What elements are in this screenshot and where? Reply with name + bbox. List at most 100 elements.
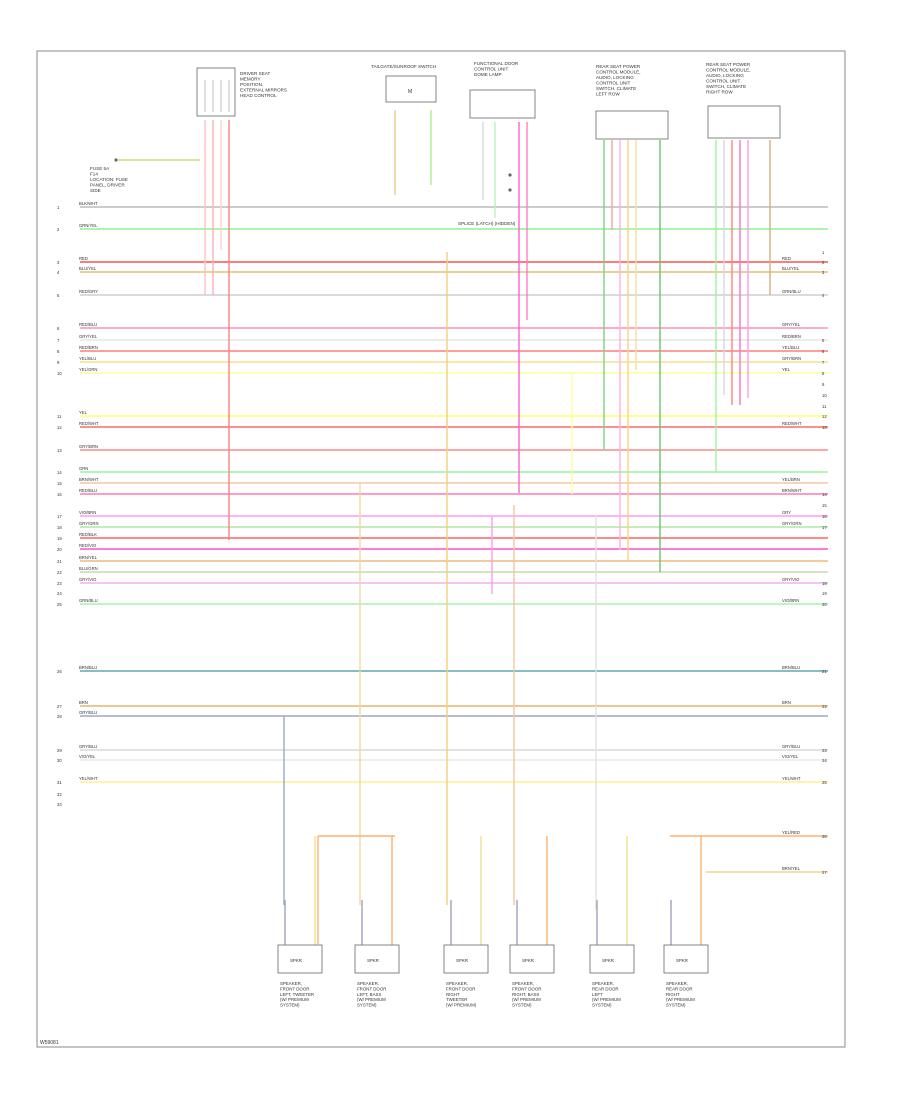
wire-label-left: RED/VIO — [79, 543, 97, 548]
left-pin-number: 33 — [57, 802, 62, 807]
speaker-plate: SPKR — [456, 958, 468, 963]
right-pin-number: 13 — [822, 425, 827, 430]
wire-label-left: YEL/WHT — [79, 776, 98, 781]
left-pin-number: 21 — [57, 559, 62, 564]
left-pin-number: 12 — [57, 425, 62, 430]
right-pin-number: 24 — [822, 758, 827, 763]
left-pin-number: 8 — [57, 349, 60, 354]
wire-label-right: RED/WHT — [782, 421, 802, 426]
left-pin-number: 17 — [57, 514, 62, 519]
wire-run: RED/WHT RED/WHT — [79, 421, 828, 428]
wire-label-right: RED/BRN — [782, 334, 801, 339]
wire-run: GRN/BLU VIO/BRN — [79, 598, 828, 605]
left-pin-number: 31 — [57, 780, 62, 785]
wire-run: GRN — [79, 466, 828, 473]
wire-label-left: RED — [79, 256, 88, 261]
wire-label-right: GRY/BLU — [782, 744, 800, 749]
left-pin-number: 29 — [57, 748, 62, 753]
wire-label-left: GRN/BLU — [79, 598, 98, 603]
wire-label-left: GRY/YEL — [79, 334, 98, 339]
wire-label-left: VIO/YEL — [79, 754, 96, 759]
speaker-body — [663, 944, 709, 974]
speaker-plate: SPKR — [676, 958, 688, 963]
connector-pins: 1234567891011121314151617181920212223242… — [57, 205, 827, 807]
wire-label-left: RED/BLU — [79, 322, 97, 327]
wire-label-right: BLU/YEL — [782, 266, 800, 271]
left-pin-number: 22 — [57, 570, 62, 575]
left-pin-number: 30 — [57, 758, 62, 763]
wire-run: GRY/BLU GRY/BLU — [79, 744, 828, 751]
left-pin-number: 3 — [57, 260, 60, 265]
figure-id: W59081 — [40, 1040, 59, 1046]
right-pin-number: 10 — [822, 393, 827, 398]
right-pin-number: 12 — [822, 414, 827, 419]
wire-label-right: GRY/VIO — [782, 577, 800, 582]
wire-label-left: BLU/GRN — [79, 566, 98, 571]
wire-label-left: GRY/BLU — [79, 710, 97, 715]
sunroof-label: TAILGATE/SUNROOF SWITCH — [371, 64, 436, 69]
svg-text:SPLICE (LATCH) (HIDDEN): SPLICE (LATCH) (HIDDEN) — [458, 221, 516, 226]
wire-run: YEL/WHT YEL/WHT — [79, 776, 828, 783]
wire-label-left: RED/WHT — [79, 421, 99, 426]
wire-label-left: YEL — [79, 410, 88, 415]
right-pin-number: 20 — [822, 602, 827, 607]
wire-label-left: GRN — [79, 466, 88, 471]
diagram-frame — [36, 50, 846, 1048]
bottom-pin-number: 27 — [822, 870, 827, 875]
wire-label-left: BRN/BLU — [79, 665, 97, 670]
wire-label-left: GRY/BLU — [79, 744, 97, 749]
left-pin-number: 4 — [57, 270, 60, 275]
wire-run: GRY/BLU — [79, 710, 828, 717]
wire-label-left: BRN/WHT — [79, 477, 99, 482]
right-pin-number: 4 — [822, 293, 825, 298]
wire-label-left: YEL/GRN — [79, 367, 97, 372]
left-pin-number: 1 — [57, 205, 60, 210]
left-pin-number: 20 — [57, 547, 62, 552]
wire-label-right: BRN/WHT — [782, 488, 802, 493]
bottom-wire-label: BRN/YEL — [782, 866, 801, 871]
left-pin-number: 15 — [57, 481, 62, 486]
right-pin-number: 1 — [822, 250, 825, 255]
bottom-wire-label: YEL/RED — [782, 830, 800, 835]
left-pin-number: 19 — [57, 536, 62, 541]
speaker-plate: SPKR — [522, 958, 534, 963]
left-pin-number: 6 — [57, 326, 60, 331]
right-pin-number: 23 — [822, 748, 827, 753]
wire-label-right: YEL/WHT — [782, 776, 801, 781]
wire-label-left: BLU/YEL — [79, 266, 97, 271]
wire-label-left: YEL/BLU — [79, 356, 96, 361]
wire-label-left: GRY/BRN — [79, 444, 98, 449]
left-pin-number: 18 — [57, 525, 62, 530]
speaker-plate: SPKR — [290, 958, 302, 963]
right-pin-number: 17 — [822, 525, 827, 530]
left-pin-number: 13 — [57, 448, 62, 453]
bottom-pin-number: 26 — [822, 834, 827, 839]
right-pin-number: 9 — [822, 382, 825, 387]
speaker-body — [443, 944, 489, 974]
wire-label-right: VIO/BRN — [782, 598, 799, 603]
wire-run: YEL/GRN YEL — [79, 367, 828, 374]
left-pin-number: 5 — [57, 293, 60, 298]
left-pin-number: 7 — [57, 338, 60, 343]
wire-label-right: YEL — [782, 367, 791, 372]
right-pin-number: 15 — [822, 503, 827, 508]
wire-run: RED/VIO — [79, 543, 828, 550]
wire-label-left: BRN/YEL — [79, 555, 98, 560]
